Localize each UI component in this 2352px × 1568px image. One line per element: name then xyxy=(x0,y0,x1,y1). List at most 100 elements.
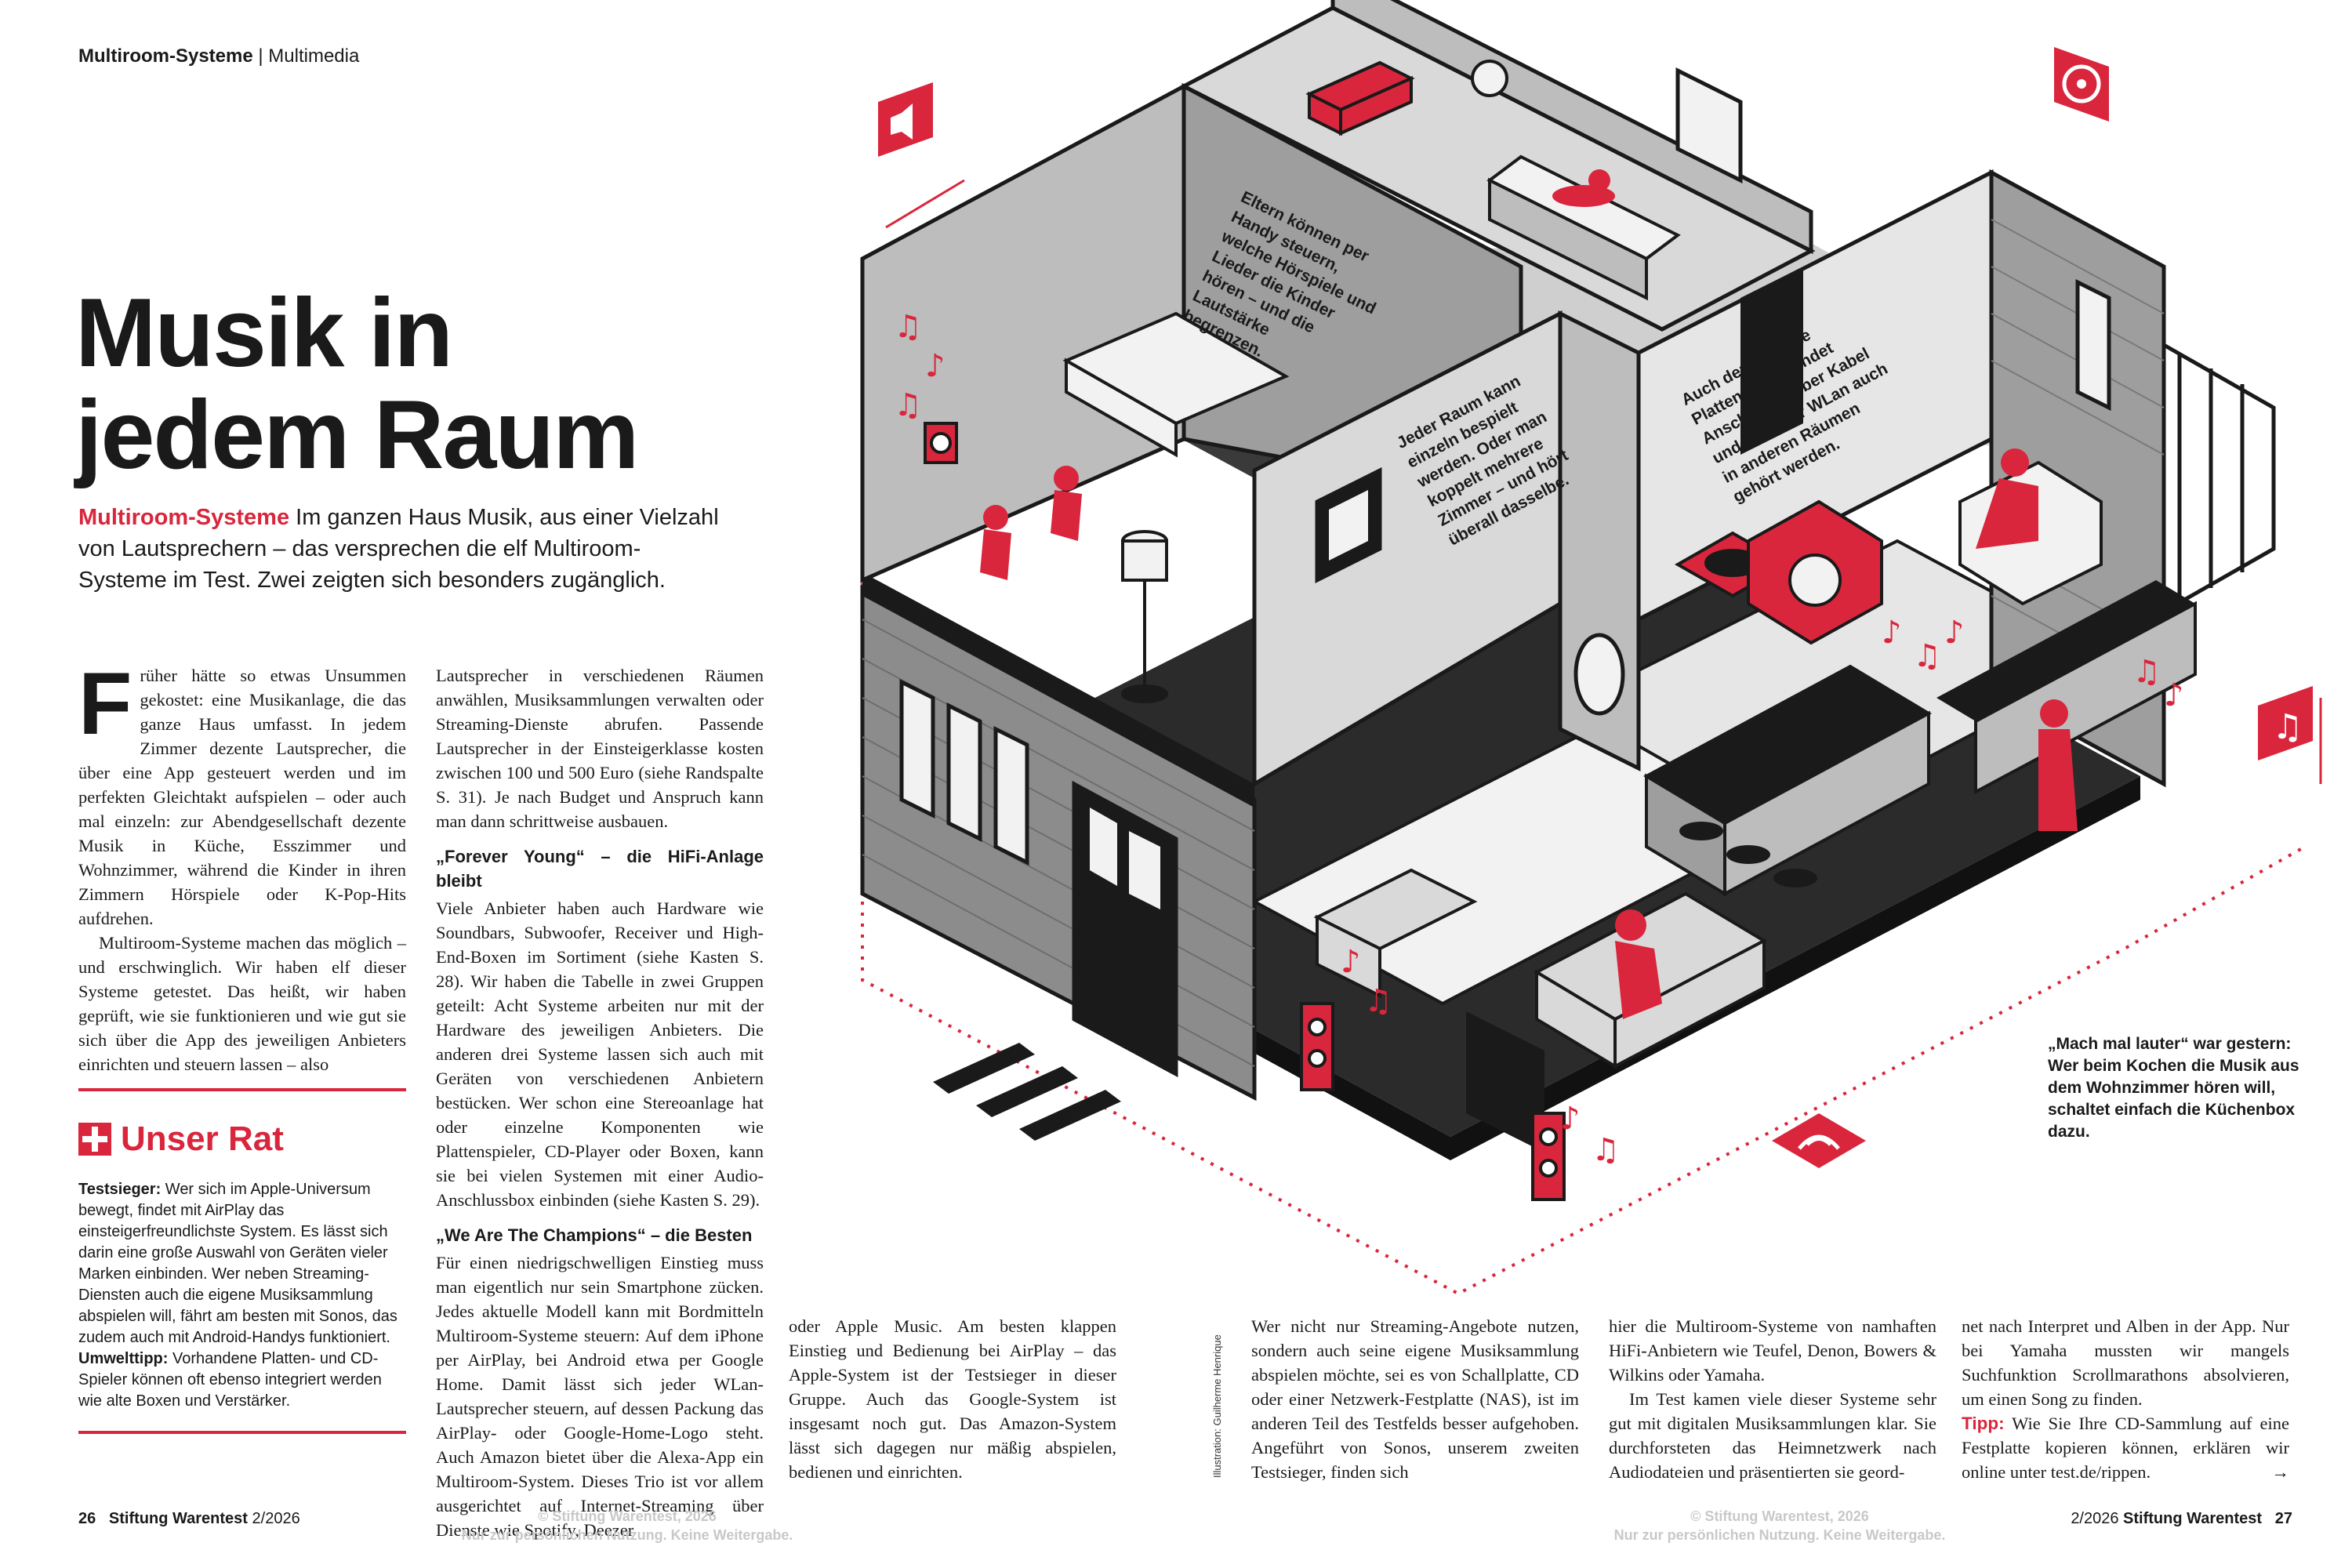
svg-text:♫: ♫ xyxy=(2272,707,2303,747)
page-title: Musik in jedem Raum xyxy=(75,282,702,486)
wifi-speaker-icon xyxy=(1772,1113,1866,1168)
lead-paragraph: Multiroom-Systeme Im ganzen Haus Musik, … xyxy=(78,502,721,596)
kids-bed xyxy=(1062,311,1290,458)
kitchen-counter xyxy=(1936,580,2195,721)
advice-text-eco: Vorhandene Platten- und CD-Spieler könne… xyxy=(78,1350,382,1410)
woman-body xyxy=(1976,478,2038,549)
music-note-icon: ♫ xyxy=(2258,686,2313,760)
col5-paragraph-1: hier die Multiroom-Systeme von namhaften… xyxy=(1609,1316,1936,1385)
svg-text:♫: ♫ xyxy=(894,309,922,345)
advice-text-winner: Wer sich im Apple-Universum bewegt, find… xyxy=(78,1181,397,1346)
svg-text:♪: ♪ xyxy=(1944,615,1965,651)
title-line-2: jedem Raum xyxy=(75,381,639,489)
man-figure xyxy=(1615,909,1662,1019)
speaker-icon xyxy=(878,82,933,157)
cross-icon xyxy=(78,1123,111,1156)
footer-right: 2/2026 Stiftung Warentest 27 xyxy=(2071,1510,2292,1528)
wall-clock xyxy=(1471,60,1508,97)
advice-label-eco: Umwelttipp: xyxy=(78,1350,169,1367)
svg-text:♪: ♪ xyxy=(1560,1101,1581,1137)
svg-text:♪: ♪ xyxy=(1882,615,1902,651)
parents-room-back xyxy=(1330,0,1813,255)
footer-left: 26 Stiftung Warentest 2/2026 xyxy=(78,1510,300,1528)
col6-paragraph-1: net nach Interpret und Alben in der App.… xyxy=(1962,1316,2289,1409)
header-section: Multiroom-Systeme xyxy=(78,45,253,67)
front-steps xyxy=(933,1043,1121,1141)
brand-right: Stiftung Warentest xyxy=(2123,1510,2263,1527)
advice-box: Unser Rat Testsieger: Wer sich im Apple-… xyxy=(78,1088,406,1434)
col2-subheading-1: „Forever Young“ – die HiFi-Anlage bleibt xyxy=(436,847,764,891)
body-column-4: Wer nicht nur Streaming-Angebote nutzen,… xyxy=(1251,1314,1579,1484)
header-category: Multimedia xyxy=(268,45,360,67)
amplifier-speaker xyxy=(1747,499,1883,645)
caption-kitchen: „Mach mal lauter“ war gestern: Wer beim … xyxy=(2048,1035,2299,1141)
tip-label: Tipp: xyxy=(1962,1414,2005,1433)
col2-paragraph-3: Für einen niedrigschwelligen Einstieg mu… xyxy=(436,1253,764,1540)
tip-text: Wie Sie Ihre CD-Sammlung auf eine Festpl… xyxy=(1962,1414,2289,1482)
col6-tip: Tipp: Wie Sie Ihre CD-Sammlung auf eine … xyxy=(1962,1411,2289,1484)
illustration-credit: Illustration: Guilherme Henrique xyxy=(1211,1334,1223,1478)
col2-subheading-2: „We Are The Champions“ – die Besten xyxy=(436,1225,753,1245)
svg-text:♫: ♫ xyxy=(1364,983,1392,1019)
right-window xyxy=(2075,278,2111,412)
cook-head xyxy=(2040,699,2068,728)
advice-body: Testsieger: Wer sich im Apple-Universum … xyxy=(78,1179,406,1412)
kitchen-island xyxy=(1642,664,1933,897)
continue-arrow-icon: → xyxy=(2271,1462,2290,1482)
title-line-1: Musik in xyxy=(75,279,453,387)
vinyl-icon xyxy=(2054,47,2109,122)
lead-keyword: Multiroom-Systeme xyxy=(78,505,290,530)
svg-text:♪: ♪ xyxy=(2164,677,2184,713)
svg-text:♫: ♫ xyxy=(1592,1132,1620,1168)
body-column-2: Lautsprecher in verschiedenen Räumen anw… xyxy=(436,663,764,1542)
col4-paragraph-1: Wer nicht nur Streaming-Angebote nutzen,… xyxy=(1251,1316,1579,1482)
body-column-6: net nach Interpret und Alben in der App.… xyxy=(1962,1314,2289,1484)
living-speaker-left xyxy=(1300,1002,1334,1091)
col2-paragraph-2: Viele Anbieter haben auch Hardware wie S… xyxy=(436,898,764,1210)
living-speaker-right xyxy=(1531,1112,1566,1201)
page-number-right: 27 xyxy=(2274,1510,2292,1527)
col1-paragraph-2: Multiroom-Systeme machen das möglich – u… xyxy=(78,933,406,1074)
music-notes: ♫♪♫ ♪♫ ♪♫ ♪♫♪ ♫♪ xyxy=(894,309,2184,1168)
guide-lines xyxy=(861,423,2306,1296)
dropcap: F xyxy=(78,655,132,753)
svg-text:♫: ♫ xyxy=(1913,638,1941,674)
balcony-railing xyxy=(2162,343,2276,614)
advice-heading-text: Unser Rat xyxy=(121,1120,284,1158)
round-mirror xyxy=(1573,633,1625,716)
tv xyxy=(1466,1011,1544,1152)
ground-windows xyxy=(899,678,1029,866)
advice-heading: Unser Rat xyxy=(78,1120,406,1159)
record-room-door xyxy=(1740,267,1803,455)
floor-lamp xyxy=(1121,530,1168,703)
kids-figures xyxy=(980,466,1082,580)
copyright-right: © Stiftung Warentest, 2026 Nur zur persö… xyxy=(1613,1508,1946,1543)
col3-paragraph-1: oder Apple Music. Am besten klappen Eins… xyxy=(789,1316,1116,1482)
bar-stools xyxy=(1679,822,1817,887)
parent-figure xyxy=(1552,169,1615,207)
running-header: Multiroom-Systeme | Multimedia xyxy=(78,45,360,67)
body-column-5: hier die Multiroom-Systeme von namhaften… xyxy=(1609,1314,1936,1484)
svg-text:♪: ♪ xyxy=(1341,944,1361,980)
house-illustration: ♫♪♫ ♪♫ ♪♫ ♪♫♪ ♫♪ ♫ xyxy=(860,0,2322,1296)
svg-text:♪: ♪ xyxy=(925,348,946,384)
advice-label-winner: Testsieger: xyxy=(78,1181,162,1198)
parents-window xyxy=(1675,67,1743,184)
woman-head xyxy=(2001,448,2029,477)
page-number-left: 26 xyxy=(78,1510,96,1527)
body-column-3: oder Apple Music. Am besten klappen Eins… xyxy=(789,1314,1116,1484)
boombox xyxy=(1305,60,1415,136)
col2-paragraph-1: Lautsprecher in verschiedenen Räumen anw… xyxy=(436,666,764,831)
issue-right: 2/2026 xyxy=(2071,1510,2119,1527)
armchair xyxy=(1313,868,1478,999)
lead-text: Im ganzen Haus Musik, aus einer Vielzahl… xyxy=(78,505,719,593)
kids-speaker xyxy=(924,422,958,464)
svg-text:♫: ♫ xyxy=(2132,654,2161,690)
cook-body xyxy=(2038,729,2078,831)
col5-paragraph-2: Im Test kamen viele dieser Systeme sehr … xyxy=(1609,1389,1936,1482)
copyright-left: © Stiftung Warentest, 2026 Nur zur persö… xyxy=(461,1508,793,1543)
issue-left: 2/2026 xyxy=(252,1510,300,1527)
svg-text:♫: ♫ xyxy=(894,387,922,423)
